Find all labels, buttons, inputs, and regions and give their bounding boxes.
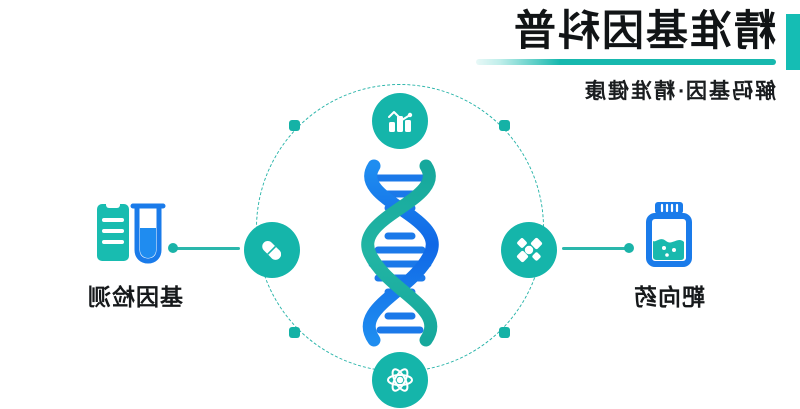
header: 精准基因科普 解码基因·精准健康 [446, 7, 776, 105]
ring-marker-dot [499, 120, 510, 131]
side-item-label-gene-testing: 基因检测 [87, 284, 183, 310]
ring-marker-dot [289, 327, 300, 338]
accent-bar [786, 14, 800, 70]
side-item-targeted-drug[interactable]: 靶向药 [594, 196, 744, 312]
page-subtitle: 解码基因·精准健康 [583, 80, 776, 104]
pill-icon [262, 240, 282, 260]
molecule-icon [516, 237, 543, 263]
node-medicine[interactable] [244, 222, 300, 278]
dna-helix-svg [361, 159, 439, 347]
ring-marker-dot [499, 327, 510, 338]
ring-marker-dot [289, 120, 300, 131]
dna-strand-blue [362, 159, 439, 347]
dna-helix-graphic [330, 158, 470, 348]
page-title: 精准基因科普 [511, 7, 776, 54]
title-underline [476, 59, 776, 66]
test-tube-report-icon [97, 200, 166, 264]
dna-strand-teal [361, 159, 438, 347]
node-molecule[interactable] [501, 222, 557, 278]
side-item-gene-testing[interactable]: 基因检测 [60, 196, 210, 312]
medicine-bottle-icon-wrap [594, 196, 744, 272]
node-science[interactable] [372, 352, 428, 408]
bar-chart-icon [388, 111, 413, 132]
node-analytics[interactable] [372, 93, 428, 149]
side-item-label-targeted-drug: 靶向药 [633, 284, 705, 310]
test-tube-report-icon-wrap [60, 196, 210, 272]
atom-icon [387, 368, 413, 392]
medicine-bottle-icon [646, 202, 692, 267]
